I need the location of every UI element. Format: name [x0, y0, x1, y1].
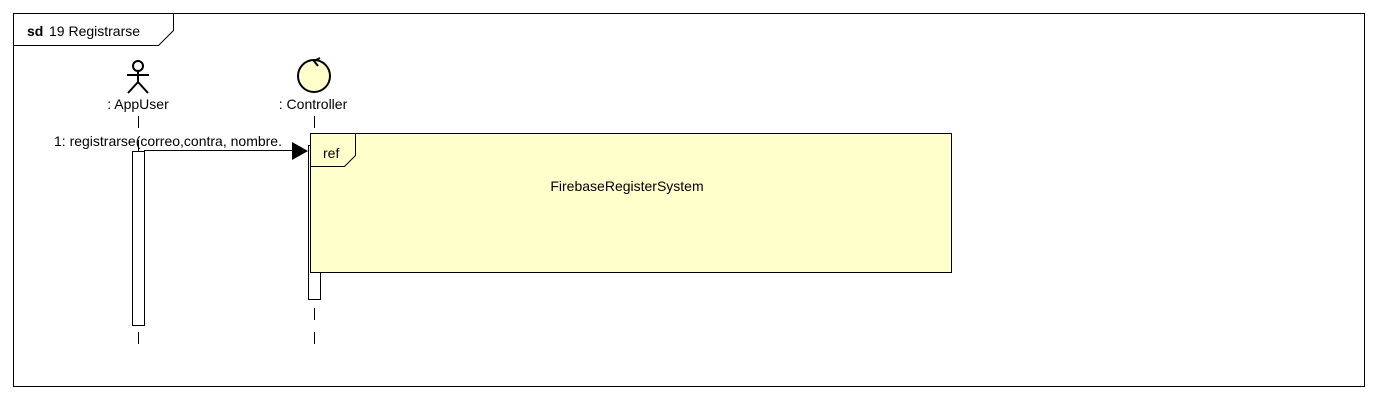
lifeline-label-controller: : Controller — [279, 96, 348, 112]
control-icon — [297, 57, 331, 93]
actor-icon — [127, 60, 149, 94]
ref-box — [310, 133, 952, 273]
activation-appuser — [132, 151, 145, 326]
frame-title: 19 Registrarse — [49, 23, 140, 39]
message-label: 1: registrarse(correo,contra, nombre. — [54, 133, 282, 149]
message-arrowhead — [292, 142, 308, 160]
ref-tag-tab — [310, 133, 356, 167]
frame-keyword: sd — [27, 23, 43, 39]
ref-tag: ref — [323, 145, 339, 161]
ref-name: FirebaseRegisterSystem — [550, 178, 703, 194]
frame-title-tab — [13, 13, 174, 46]
lifeline-label-appuser: : AppUser — [107, 96, 169, 112]
